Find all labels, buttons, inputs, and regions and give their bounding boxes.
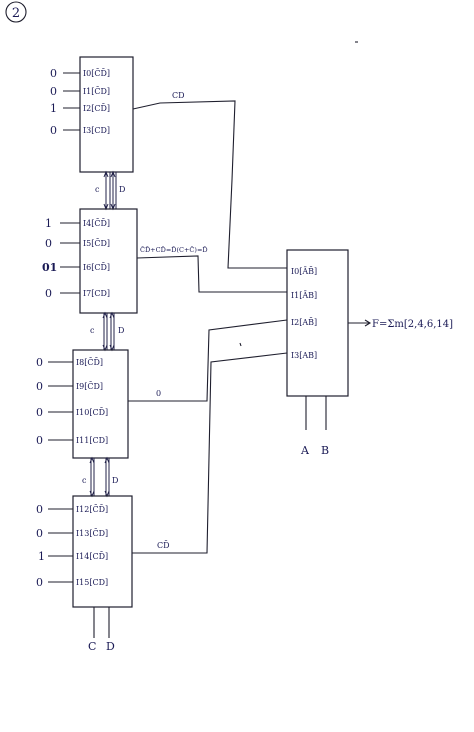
mux2-input-value-1: 0 (45, 237, 52, 250)
final-mux-input-label-1: I1[ĀB] (291, 291, 317, 300)
final-output-expression: F=Σm[2,4,6,14] (372, 319, 453, 330)
mux4-input-label-2: I14[CD̄] (76, 552, 108, 561)
wire-mux3-to-final: 0 (128, 319, 288, 402)
mux1-input-label-3: I3[CD] (83, 126, 110, 135)
select-lines-m3-m4: c D (82, 456, 118, 498)
mux2-input-label-1: I5[C̄D] (83, 239, 110, 248)
mux3-input-label-3: I11[CD] (76, 436, 108, 445)
final-output: F=Σm[2,4,6,14] (348, 319, 453, 330)
select-label-m1-m2-c: c (95, 185, 100, 194)
mux2-output-label: C̄D̄+CD̄=D̄(C+C̄)=D̄ (140, 245, 208, 254)
mux1-input-label-0: I0[C̄D̄] (83, 69, 110, 78)
mux2-input-label-0: I4[C̄D̄] (83, 219, 110, 228)
mux4-inputs: 0 0 1 0 I12[C̄D̄] I13[C̄D] I14[CD̄] I15[… (36, 503, 108, 589)
select-label-m2-m3-d: D (118, 326, 124, 335)
mux4-input-value-3: 0 (36, 576, 43, 589)
select-label-m1-m2-d: D (119, 185, 125, 194)
mux1-input-value-1: 0 (50, 85, 57, 98)
mux3-input-label-2: I10[CD̄] (76, 408, 108, 417)
page-number: 2 (12, 6, 20, 21)
mux3-input-value-1: 0 (36, 380, 43, 393)
mux3-input-value-2: 0 (36, 406, 43, 419)
mux1-inputs: 0 0 1 0 I0[C̄D̄] I1[C̄D] I2[CD̄] I3[CD] (50, 67, 110, 137)
mux4-output-label: CD̄ (157, 541, 170, 550)
mux1-output-label: CD (172, 91, 185, 100)
mux4-input-label-3: I15[CD] (76, 578, 108, 587)
select-label-m3-m4-d: D (112, 476, 118, 485)
mux1-input-label-1: I1[C̄D] (83, 87, 110, 96)
mux3-input-value-0: 0 (36, 356, 43, 369)
mux3-inputs: 0 0 0 0 I8[C̄D̄] I9[C̄D] I10[CD̄] I11[CD… (36, 356, 108, 447)
mux4-input-value-0: 0 (36, 503, 43, 516)
select-lines-m1-m2: c D (95, 170, 125, 211)
page-number-circle (5, 1, 27, 23)
mux1-input-value-2: 1 (50, 102, 57, 115)
mux2-input-value-0: 1 (45, 217, 52, 230)
mux3-input-label-1: I9[C̄D] (76, 382, 103, 391)
mux4-box (72, 495, 133, 608)
mux2-inputs: 1 0 01 0 I4[C̄D̄] I5[C̄D] I6[CD̄] I7[CD] (42, 217, 110, 300)
mux1-input-value-3: 0 (50, 124, 57, 137)
mux3-input-label-0: I8[C̄D̄] (76, 358, 103, 367)
mux2-input-value-2: 01 (42, 261, 57, 274)
final-mux-input-label-0: I0[ĀB̄] (291, 267, 317, 276)
final-mux-input-label-2: I2[AB̄] (291, 318, 317, 327)
final-select-label-a: A (300, 444, 310, 457)
mux4-input-value-2: 1 (38, 550, 45, 563)
mux4-input-label-1: I13[C̄D] (76, 529, 108, 538)
wire-mux2-to-final: C̄D̄+CD̄=D̄(C+C̄)=D̄ (136, 245, 287, 293)
mux3-box (72, 349, 129, 459)
mux2-box (79, 208, 138, 314)
bottom-select-label-d: D (106, 640, 115, 653)
mux2-input-label-2: I6[CD̄] (83, 263, 110, 272)
final-select-lines: A B (300, 396, 329, 457)
bottom-select-lines: C D (88, 607, 115, 653)
select-lines-m2-m3: c D (90, 311, 124, 352)
mux1-input-label-2: I2[CD̄] (83, 104, 110, 113)
bottom-select-label-c: C (88, 640, 96, 653)
select-label-m3-m4-c: c (82, 476, 87, 485)
final-select-label-b: B (321, 444, 329, 457)
final-mux-input-label-3: I3[AB] (291, 351, 317, 360)
mux2-input-label-3: I7[CD] (83, 289, 110, 298)
mux3-input-value-3: 0 (36, 434, 43, 447)
final-mux-inputs: I0[ĀB̄] I1[ĀB] I2[AB̄] I3[AB] (291, 267, 317, 360)
wire-mux4-to-final: CD̄ (132, 352, 288, 554)
mux3-output-label: 0 (156, 389, 161, 398)
select-label-m2-m3-c: c (90, 326, 95, 335)
wire-mux1-to-final: CD (132, 91, 287, 269)
mux4-input-value-1: 0 (36, 527, 43, 540)
mux1-input-value-0: 0 (50, 67, 57, 80)
mux2-input-value-3: 0 (45, 287, 52, 300)
mux4-input-label-0: I12[C̄D̄] (76, 505, 108, 514)
